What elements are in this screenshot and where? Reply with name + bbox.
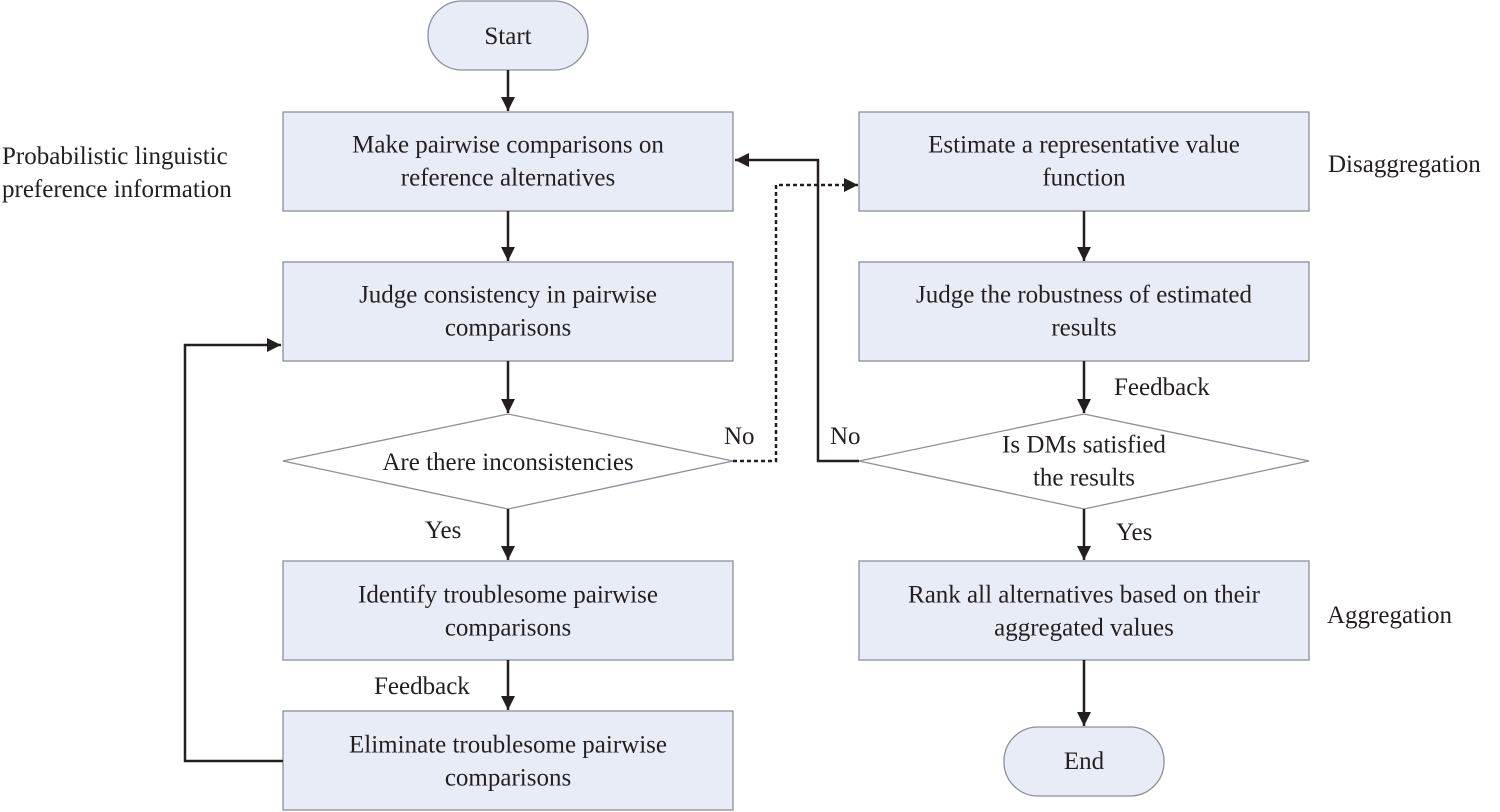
- node-text-line: the results: [1033, 465, 1135, 492]
- node-text-line: Make pairwise comparisons on: [352, 132, 664, 159]
- node-text-line: End: [1064, 748, 1105, 775]
- yes-label-left: Yes: [425, 517, 462, 544]
- make-pairwise-label: Make pairwise comparisons on reference al…: [352, 132, 664, 192]
- input-info-annotation: Probabilistic linguistic preference info…: [2, 140, 232, 206]
- node-text-line: Identify troublesome pairwise: [358, 582, 658, 609]
- input-info-line-2: preference information: [2, 176, 232, 203]
- inconsistencies-label: Are there inconsistencies: [382, 449, 633, 476]
- node-text-line: Rank all alternatives based on their: [908, 582, 1261, 609]
- node-text-line: comparisons: [445, 615, 571, 642]
- edge-no-back-to-make: [735, 153, 859, 463]
- node-text-line: Estimate a representative value: [928, 132, 1240, 159]
- rank-box: [858, 560, 1310, 661]
- node-text-line: Judge the robustness of estimated: [916, 282, 1253, 309]
- eliminate-box: [282, 710, 734, 811]
- end-label: End: [1064, 748, 1105, 775]
- end-terminal: [1003, 726, 1165, 797]
- edge-feedback-loop-left: [183, 338, 283, 763]
- satisfied-decision: [858, 413, 1310, 510]
- node-text-line: reference alternatives: [401, 165, 615, 192]
- node-text-line: function: [1042, 165, 1126, 192]
- node-text-line: comparisons: [445, 315, 571, 342]
- make-pairwise-box: [282, 111, 734, 212]
- yes-label-right: Yes: [1116, 519, 1153, 546]
- disaggregation-annotation: Disaggregation: [1328, 151, 1481, 178]
- estimate-label: Estimate a representative value function: [928, 132, 1240, 192]
- no-label-left: No: [724, 423, 755, 450]
- node-text-line: Judge consistency in pairwise: [359, 282, 657, 309]
- node-text-line: comparisons: [445, 765, 571, 792]
- robustness-label: Judge the robustness of estimated results: [916, 282, 1253, 342]
- rank-label: Rank all alternatives based on their aggr…: [908, 582, 1261, 642]
- no-label-right: No: [830, 423, 861, 450]
- start-label: Start: [484, 23, 531, 50]
- estimate-box: [858, 111, 1310, 212]
- aggregation-annotation: Aggregation: [1327, 602, 1452, 629]
- feedback-label-left: Feedback: [374, 673, 470, 700]
- node-text-line: Start: [484, 23, 531, 50]
- judge-consistency-box: [282, 261, 734, 362]
- identify-box: [282, 560, 734, 661]
- node-text-line: Are there inconsistencies: [382, 449, 633, 476]
- eliminate-label: Eliminate troublesome pairwise comparison…: [349, 732, 667, 792]
- judge-consistency-label: Judge consistency in pairwise comparisons: [359, 282, 657, 342]
- robustness-box: [858, 261, 1310, 362]
- node-text-line: Eliminate troublesome pairwise: [349, 732, 667, 759]
- satisfied-label: Is DMs satisfied the results: [1002, 432, 1166, 492]
- identify-label: Identify troublesome pairwise comparisons: [358, 582, 658, 642]
- node-text-line: aggregated values: [994, 615, 1174, 642]
- node-text-line: Is DMs satisfied: [1002, 432, 1166, 459]
- node-text-line: results: [1051, 315, 1116, 342]
- feedback-label-right: Feedback: [1114, 374, 1210, 401]
- input-info-line-1: Probabilistic linguistic: [2, 143, 228, 170]
